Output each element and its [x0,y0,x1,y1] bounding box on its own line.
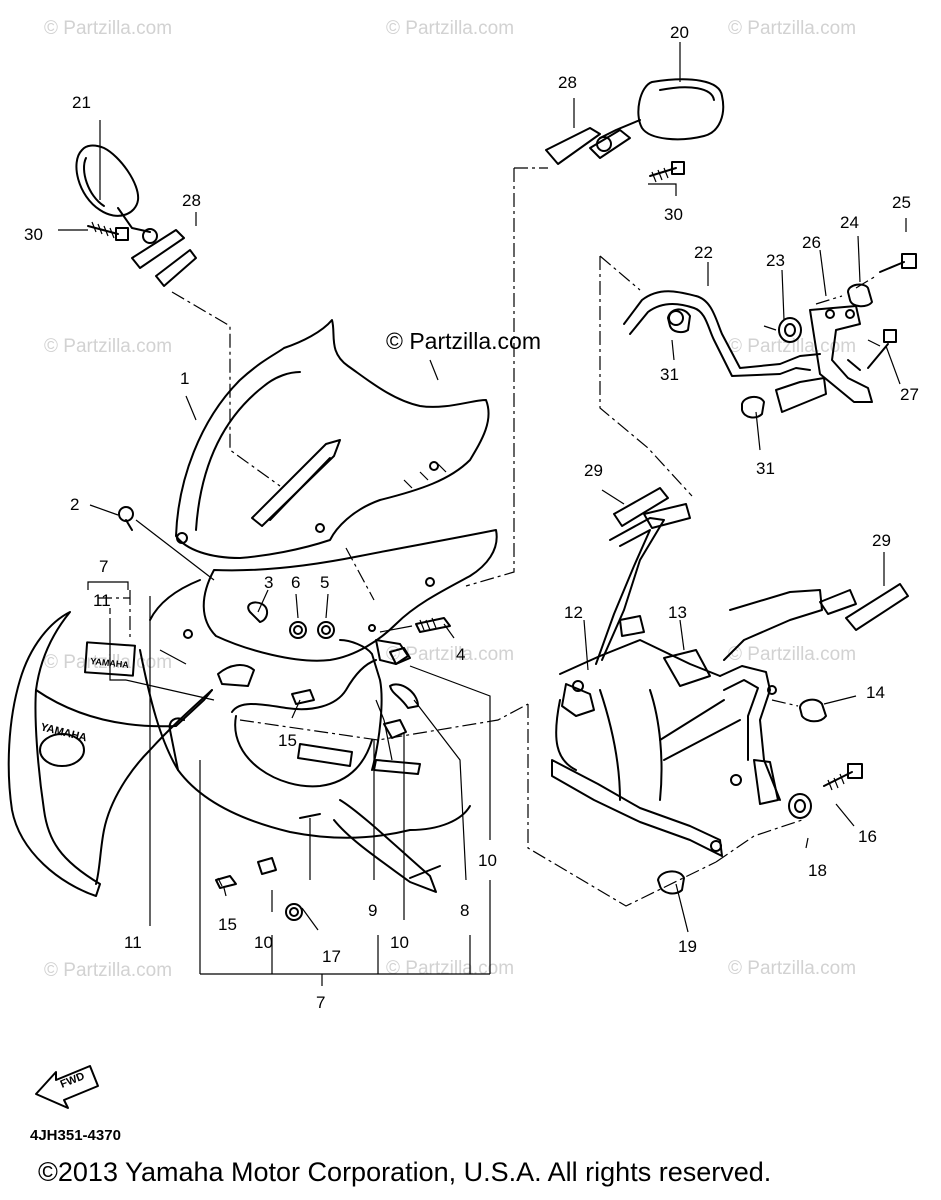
side-panel [7,611,213,897]
watermark: © Partzilla.com [44,652,173,673]
watermark: © Partzilla.com [44,960,173,981]
damper-plate [613,487,691,529]
mirror-bracket [809,305,873,403]
callout-13: 13 [668,603,687,622]
callout-31-bottom: 31 [756,459,775,478]
callout-2: 2 [70,495,79,514]
callout-29-left: 29 [584,461,603,480]
windshield [175,319,490,559]
cowling-stay [551,517,823,857]
bolt [879,253,917,273]
fwd-arrow-label: FWD [59,1070,87,1091]
callout-26: 26 [802,233,821,252]
left-mirror-bolt [87,221,129,241]
callout-10-c: 10 [254,933,273,952]
callout-4: 4 [456,645,465,664]
copyright: ©2013 Yamaha Motor Corporation, U.S.A. A… [38,1157,772,1187]
center-watermark: © Partzilla.com [386,328,541,354]
grommet [667,308,765,419]
callout-15-b: 15 [218,915,237,934]
callout-21: 21 [72,93,91,112]
upper-cowling [139,529,498,893]
callout-3: 3 [264,573,273,592]
mirror-stay-bracket [623,290,827,413]
callout-28-left: 28 [182,191,201,210]
callout-14: 14 [866,683,885,702]
nut [799,698,827,723]
decal-large-text: YAMAHA [39,721,88,744]
callout-7-top: 7 [99,557,108,576]
callout-18: 18 [808,861,827,880]
callout-labels: 1 2 3 4 5 6 7 7 8 9 10 10 10 11 11 12 13… [24,23,919,1012]
callout-6: 6 [291,573,300,592]
callout-28-right: 28 [558,73,577,92]
damper [778,317,802,343]
callout-30-right: 30 [664,205,683,224]
connection-lines [171,167,881,907]
emblem-small-text: YAMAHA [90,656,130,670]
callout-8: 8 [460,901,469,920]
callout-16: 16 [858,827,877,846]
watermark: © Partzilla.com [728,644,857,665]
damper-plate [819,583,909,631]
watermark: © Partzilla.com [44,18,173,39]
callout-11-bottom: 11 [124,933,142,952]
damper [788,793,812,819]
bolt [867,329,897,369]
callout-25: 25 [892,193,911,212]
callout-29-right: 29 [872,531,891,550]
callout-22: 22 [694,243,713,262]
diagram-reference: 4JH351-4370 [30,1127,121,1144]
callout-23: 23 [766,251,785,270]
callout-7-bottom: 7 [316,993,325,1012]
callout-1: 1 [180,369,189,388]
callout-19: 19 [678,937,697,956]
callout-10-a: 10 [478,851,497,870]
callout-27: 27 [900,385,919,404]
watermark: © Partzilla.com [728,336,857,357]
screw [657,870,685,895]
emblem-small [84,641,136,677]
watermark: © Partzilla.com [386,644,515,665]
callout-30-left: 30 [24,225,43,244]
callout-5: 5 [320,573,329,592]
leader-lines [58,42,907,986]
callout-10-b: 10 [390,933,409,952]
callout-15-a: 15 [278,731,297,750]
left-mirror [75,144,197,287]
right-mirror-bolt [649,161,685,183]
watermark: © Partzilla.com [44,336,173,357]
watermark: © Partzilla.com [728,18,857,39]
callout-31-top: 31 [660,365,679,384]
bolt [823,763,863,791]
collar [847,283,873,308]
right-mirror [545,78,725,165]
watermark: © Partzilla.com [728,958,857,979]
pad [663,649,711,687]
callout-24: 24 [840,213,859,232]
callout-20: 20 [670,23,689,42]
fasteners [118,506,451,921]
callout-12: 12 [564,603,583,622]
callout-17: 17 [322,947,341,966]
fwd-arrow: FWD [35,1065,99,1109]
callout-11-top: 11 [93,591,111,610]
watermark: © Partzilla.com [386,18,515,39]
callout-9: 9 [368,901,377,920]
